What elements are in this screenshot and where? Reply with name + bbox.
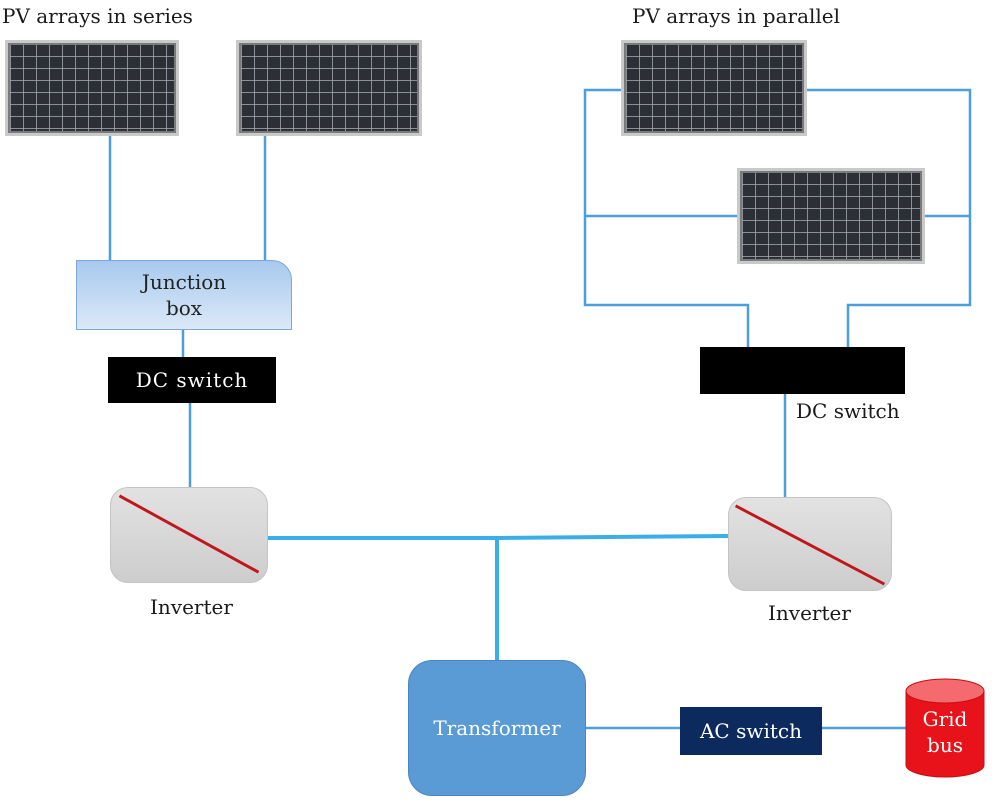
- inverter-right-label: Inverter: [768, 601, 851, 625]
- pv-panel-parallel-1: [621, 40, 807, 136]
- inverter-left: [110, 487, 268, 583]
- pv-panel-series-1: [5, 40, 179, 136]
- transformer: Transformer: [408, 660, 586, 796]
- junction-box-label-line1: Junction: [141, 270, 227, 294]
- wire-bus-right: [496, 534, 729, 540]
- junction-box-label-line2: box: [165, 296, 203, 320]
- series-title: PV arrays in series: [2, 4, 193, 28]
- dc-switch-right-label: DC switch: [796, 399, 900, 423]
- inverter-right-slash-icon: [734, 504, 886, 586]
- dc-switch-left: DC switch: [108, 357, 276, 403]
- ac-switch: AC switch: [680, 707, 822, 755]
- junction-box: Junction box: [76, 260, 292, 330]
- transformer-label: Transformer: [433, 716, 561, 740]
- dc-switch-right: [700, 347, 905, 394]
- inverter-right: [728, 497, 892, 591]
- dc-switch-left-label: DC switch: [135, 368, 249, 392]
- wire-parallel-right-frame: [792, 88, 972, 350]
- ac-switch-label: AC switch: [699, 719, 802, 743]
- grid-bus-label: Grid bus: [906, 702, 984, 762]
- pv-panel-parallel-2: [737, 168, 925, 264]
- pv-panel-series-2: [236, 40, 422, 136]
- wire-parallel-left-frame: [583, 88, 750, 350]
- grid-bus-label-line1: Grid: [922, 707, 968, 731]
- grid-bus-label-line2: bus: [927, 733, 963, 757]
- parallel-title: PV arrays in parallel: [632, 4, 841, 28]
- inverter-left-slash-icon: [118, 494, 260, 574]
- inverter-left-label: Inverter: [150, 595, 233, 619]
